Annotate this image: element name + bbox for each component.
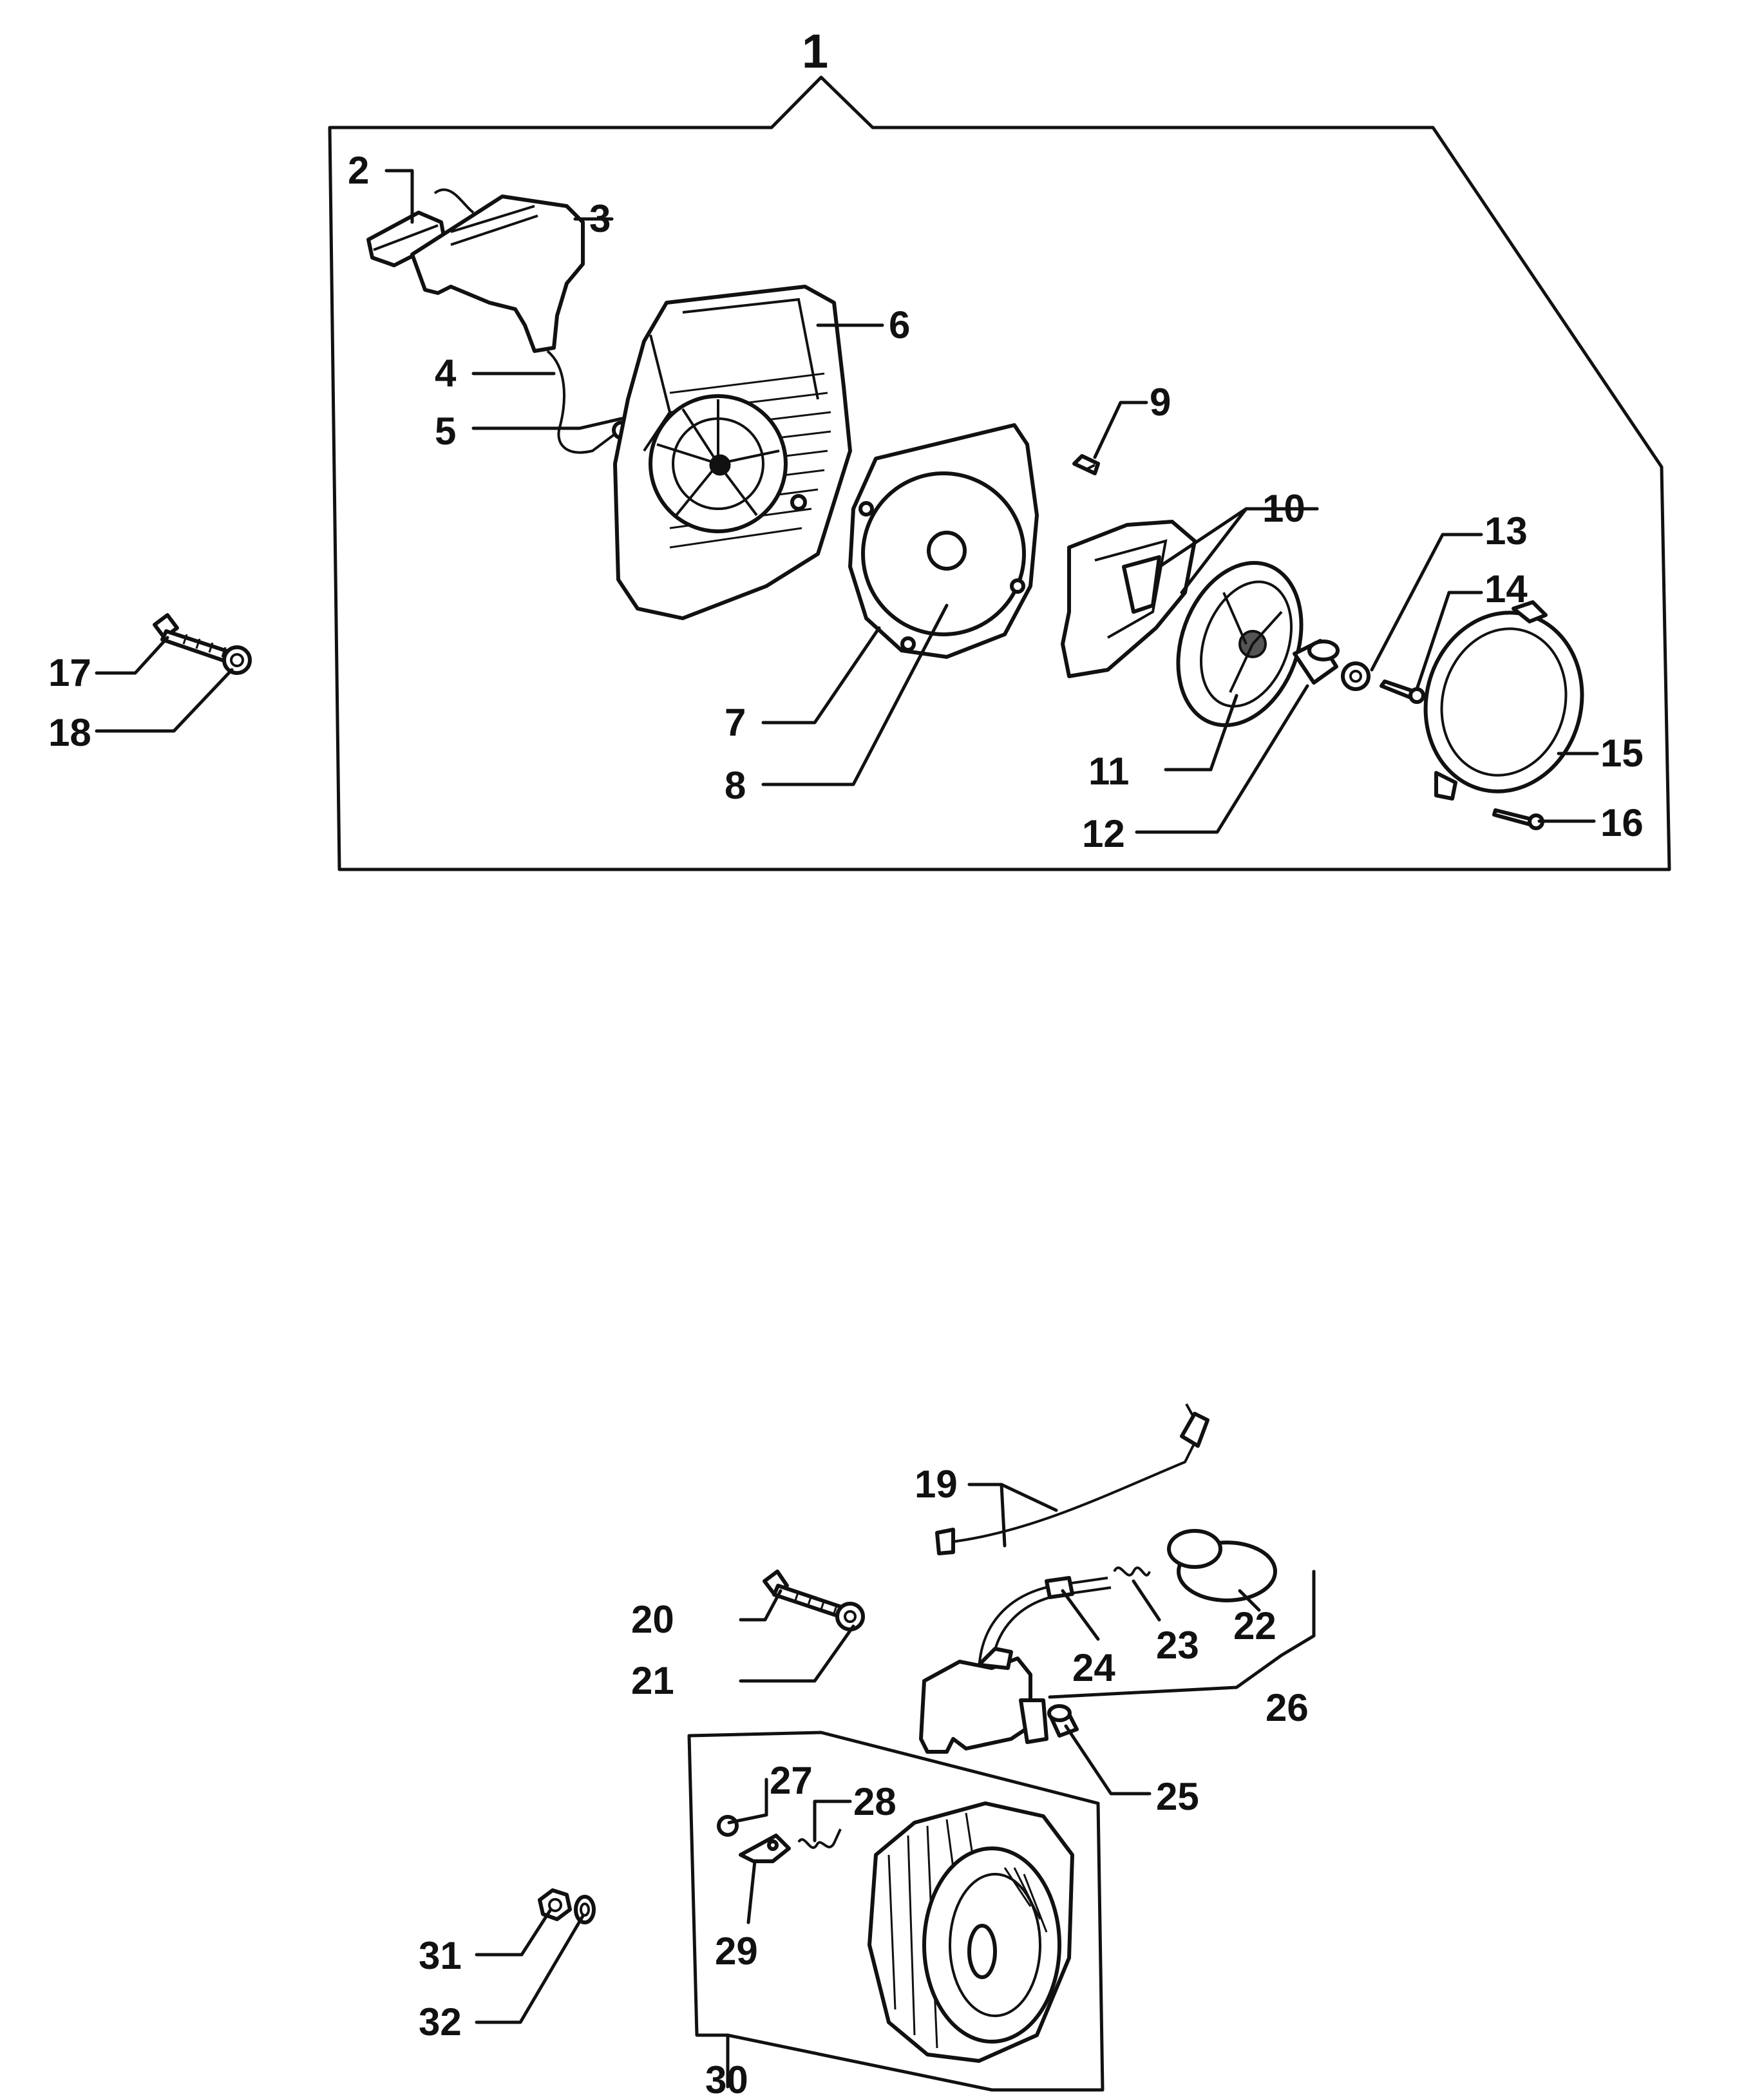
spring-cover-part [848, 423, 1039, 659]
starter-housing-part [613, 285, 852, 620]
callout-28: 28 [853, 1780, 896, 1823]
bolt-17-part [153, 613, 237, 665]
callout-3: 3 [589, 197, 611, 240]
ignition-assembly [475, 1403, 1316, 2092]
washer-21-part [835, 1602, 865, 1631]
screw-part [1492, 808, 1544, 830]
callout-19: 19 [915, 1463, 958, 1506]
callout-23: 23 [1156, 1624, 1199, 1667]
callout-4: 4 [435, 352, 457, 395]
circlip-27-part [717, 1815, 739, 1837]
callout-25: 25 [1156, 1775, 1199, 1818]
rope-pulley-part [1176, 561, 1304, 727]
spacer-25-part [1047, 1704, 1079, 1738]
guard-ring-part [1423, 600, 1584, 801]
assembly-1-frame [328, 75, 1671, 871]
washer-32-part [574, 1895, 596, 1924]
leader-lines-bottom [475, 1483, 1316, 2089]
callout-7: 7 [725, 701, 746, 744]
callout-31: 31 [419, 1934, 462, 1977]
flywheel-assembly-frame [687, 1731, 1105, 2092]
callout-14: 14 [1484, 567, 1528, 611]
callout-16: 16 [1600, 801, 1644, 844]
washer-part [1341, 661, 1370, 691]
bushing-part [1293, 639, 1340, 685]
nut-31-part [538, 1888, 572, 1921]
callout-32: 32 [419, 2000, 462, 2044]
callout-numbers: 1 2 3 4 5 6 7 8 9 10 11 12 13 14 15 16 1… [48, 24, 1644, 2097]
callout-10: 10 [1262, 487, 1305, 530]
callout-1: 1 [802, 24, 828, 78]
callout-11: 11 [1088, 750, 1129, 793]
callout-29: 29 [715, 1930, 758, 1973]
ignition-cable-part [935, 1403, 1209, 1555]
callout-24: 24 [1072, 1646, 1115, 1689]
callout-18: 18 [48, 711, 91, 754]
pawl-carrier-part [1061, 520, 1197, 678]
callout-12: 12 [1082, 812, 1125, 855]
callout-20: 20 [631, 1598, 674, 1641]
spring-28-part [797, 1828, 842, 1849]
washer-18-part [222, 645, 252, 675]
callout-26: 26 [1266, 1686, 1309, 1729]
callout-2: 2 [348, 149, 369, 192]
starter-handle-part [410, 188, 585, 353]
callout-5: 5 [435, 410, 456, 453]
callout-27: 27 [770, 1759, 813, 1802]
callout-22: 22 [1233, 1604, 1276, 1647]
callout-8: 8 [725, 764, 746, 807]
callout-6: 6 [889, 303, 910, 346]
callout-17: 17 [48, 651, 91, 694]
flywheel-part [868, 1801, 1074, 2063]
callout-15: 15 [1600, 732, 1644, 775]
pawl-29-part [739, 1834, 791, 1863]
callout-13: 13 [1484, 509, 1528, 553]
leader-lines-17-18 [95, 636, 234, 733]
spring-23-part [1113, 1566, 1151, 1577]
starter-assembly [328, 75, 1671, 871]
callout-30: 30 [705, 2058, 748, 2097]
ignition-coil-part [919, 1647, 1048, 1754]
screw-part [1072, 454, 1100, 475]
callout-9: 9 [1150, 381, 1171, 424]
spark-plug-cap-part [1167, 1529, 1277, 1602]
leader-lines-top [384, 169, 1599, 834]
callout-21: 21 [631, 1659, 674, 1702]
starter-rope-part [546, 350, 620, 454]
screw-part [1380, 679, 1425, 704]
